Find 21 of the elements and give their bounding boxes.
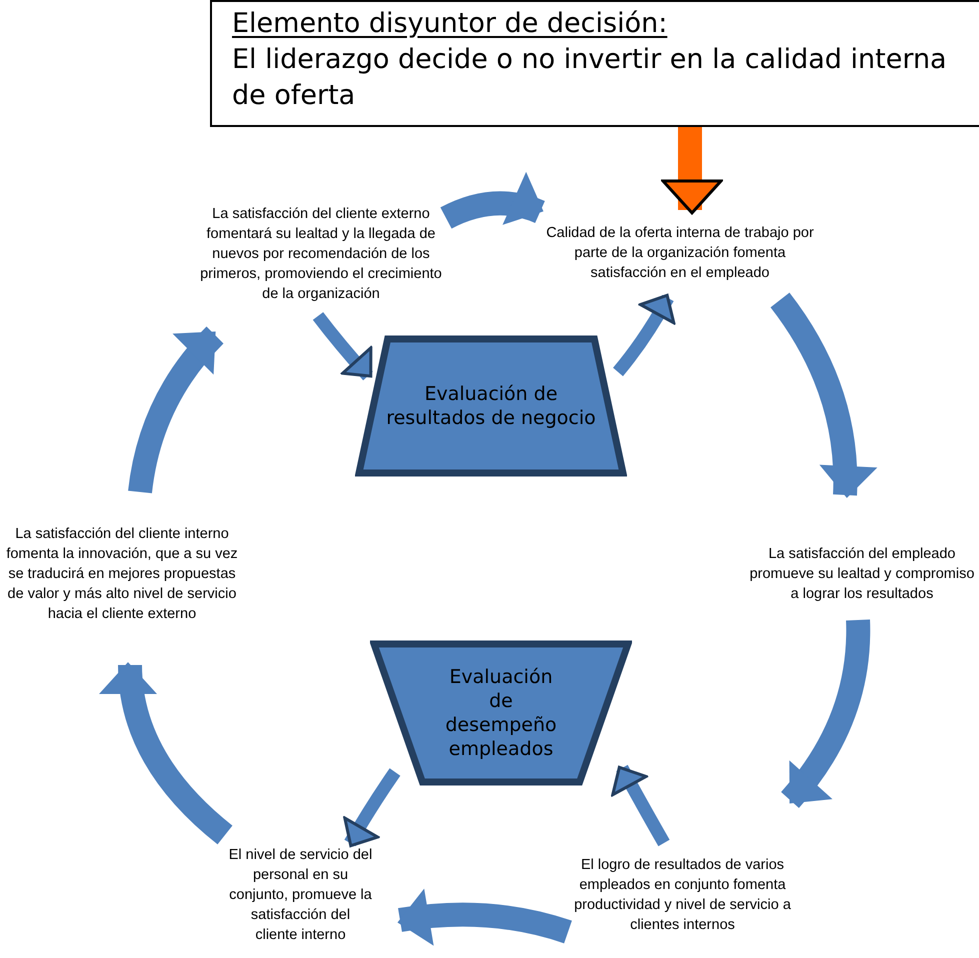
small-block-arrow [611, 764, 670, 846]
curved-block-arrow [780, 620, 870, 808]
step-text: El logro de resultados de varios empleados en conjunto fomenta productividad y nivel de servicio a clientes internos [573, 856, 792, 935]
curved-block-arrow [770, 292, 877, 498]
curved-block-arrow [100, 662, 233, 844]
curved-block-arrow [662, 127, 722, 214]
small-block-arrow [343, 768, 400, 848]
curved-block-arrow [128, 326, 224, 494]
step-text: La satisfacción del cliente externo fomentará su lealtad y la llegada de nuevos por recomendación de los primeros, promoviendo el crecimiento de la organización [199, 205, 443, 304]
shape-label: Evaluación de desempeño empleados [444, 665, 558, 761]
step-text: Calidad de la oferta interna de trabajo por parte de la organización fomenta satisfacción en el empleado [545, 224, 815, 283]
step-text: La satisfacción del empleado promueve su lealtad y compromiso a lograr los resultados [748, 545, 976, 604]
box-heading: Elemento disyuntor de decisión: [232, 7, 668, 41]
step-text: La satisfacción del cliente interno fomenta la innovación, que a su vez se traducirá en mejores propuestas de valor y más alto nivel de servicio hacia el cliente externo [5, 525, 239, 624]
shape-label: Evaluación de resultados de negocio [385, 382, 597, 430]
small-block-arrow [612, 294, 676, 376]
box-text: El liderazgo decide o no invertir en la calidad interna de oferta [232, 43, 948, 113]
small-block-arrow [312, 312, 373, 380]
step-text: El nivel de servicio del personal en su conjunto, promueve la satisfacción del cliente interno [228, 846, 373, 945]
title-box [210, 0, 979, 127]
curved-block-arrow [397, 889, 572, 946]
